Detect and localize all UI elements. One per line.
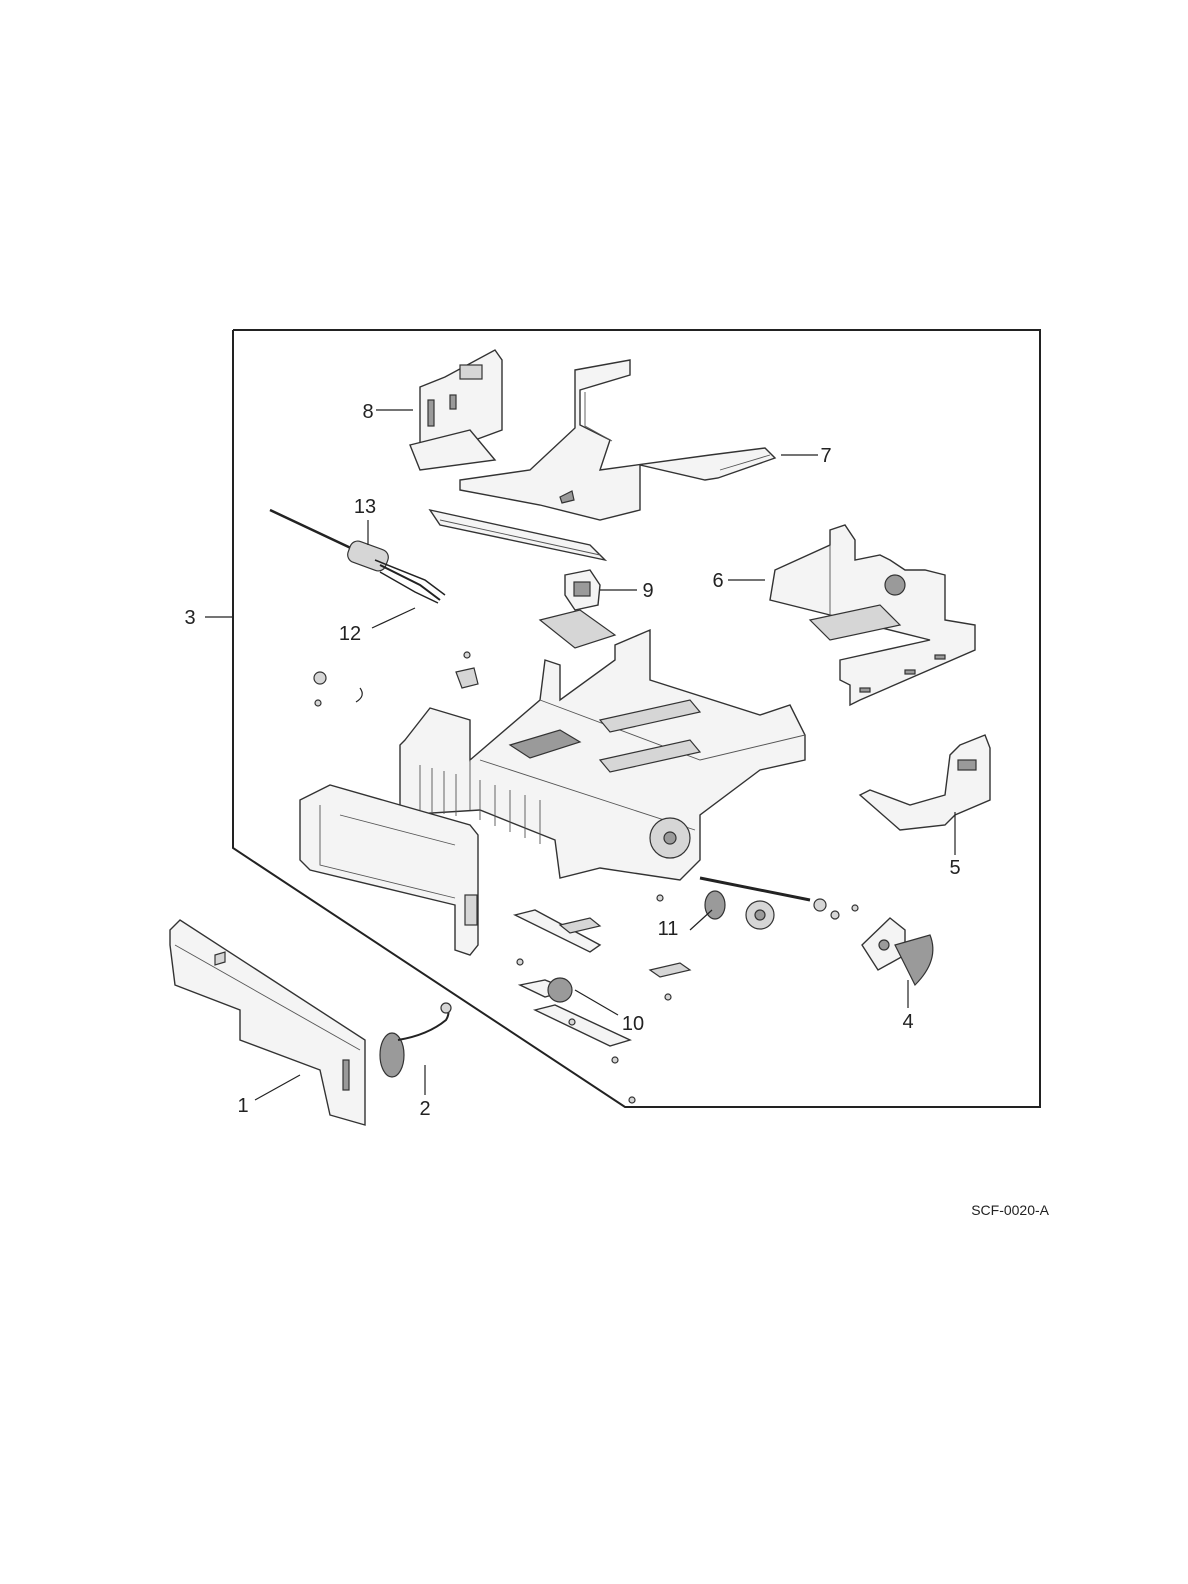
callout-8: 8 bbox=[362, 401, 373, 423]
callout-7: 7 bbox=[820, 445, 831, 467]
callout-4: 4 bbox=[902, 1011, 913, 1033]
callout-12: 12 bbox=[339, 623, 361, 645]
part-13-12-harness bbox=[270, 510, 445, 603]
part-11-gears bbox=[657, 878, 858, 929]
callout-6: 6 bbox=[712, 570, 723, 592]
part-2-lever bbox=[380, 1003, 451, 1077]
callout-11: 11 bbox=[658, 918, 679, 940]
part-1-front-cover bbox=[170, 920, 365, 1125]
center-plate bbox=[540, 610, 615, 648]
callout-13: 13 bbox=[354, 496, 376, 518]
callout-1: 1 bbox=[237, 1095, 248, 1117]
part-6-rear-guide bbox=[770, 525, 975, 705]
callout-10: 10 bbox=[622, 1013, 644, 1035]
callout-3: 3 bbox=[184, 607, 195, 629]
part-4-sector-gear bbox=[862, 918, 933, 985]
callout-5: 5 bbox=[949, 857, 960, 879]
callout-9: 9 bbox=[642, 580, 653, 602]
part-5-right-guide bbox=[860, 735, 990, 830]
figure-id: SCF-0020-A bbox=[971, 1202, 1049, 1218]
part-9-bracket bbox=[565, 570, 600, 610]
small-fasteners-left bbox=[314, 652, 478, 706]
part-8-side-guide bbox=[410, 350, 502, 470]
callout-2: 2 bbox=[419, 1098, 430, 1120]
